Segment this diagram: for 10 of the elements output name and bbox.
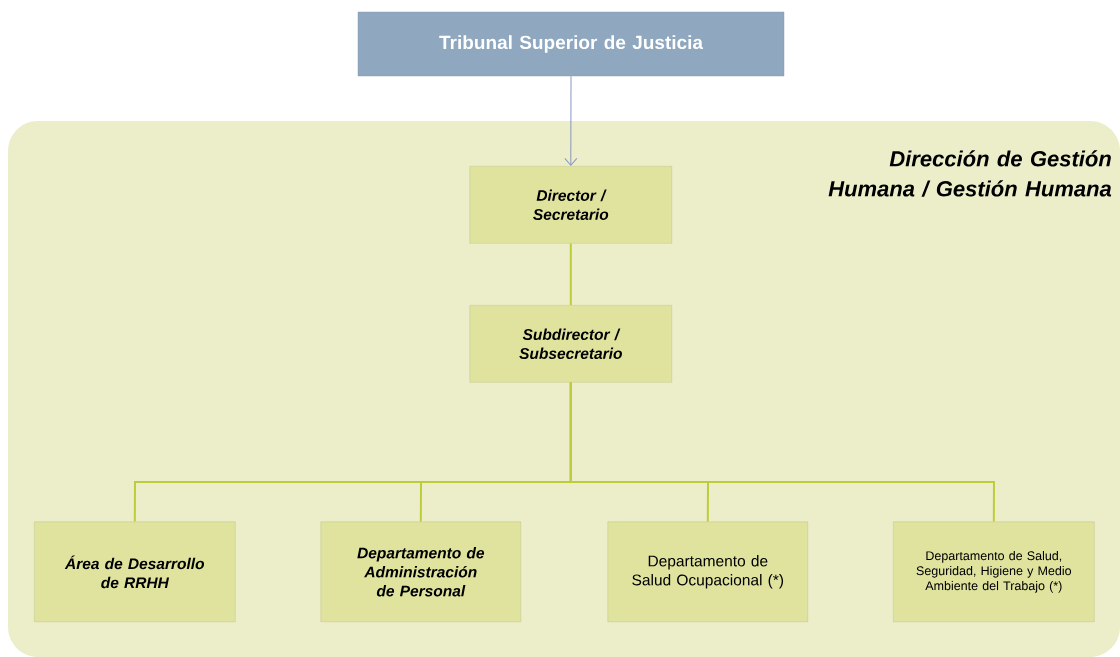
org-box: Director / Secretario	[469, 166, 672, 244]
org-box: Área de Desarrollo de RRHH	[34, 521, 236, 622]
org-box: Departamento de Administración de Personal	[320, 521, 521, 622]
connector	[569, 242, 572, 307]
org-box: Departamento de Salud Ocupacional (*)	[607, 521, 808, 622]
title-box: Tribunal Superior de Justicia	[357, 11, 785, 77]
org-box: Departamento de Salud, Seguridad, Higiene y Medio Ambiente del Trabajo (*)	[893, 521, 1095, 622]
connector	[569, 381, 995, 523]
connector	[564, 75, 578, 166]
org-box: Subdirector / Subsecretario	[469, 305, 672, 383]
